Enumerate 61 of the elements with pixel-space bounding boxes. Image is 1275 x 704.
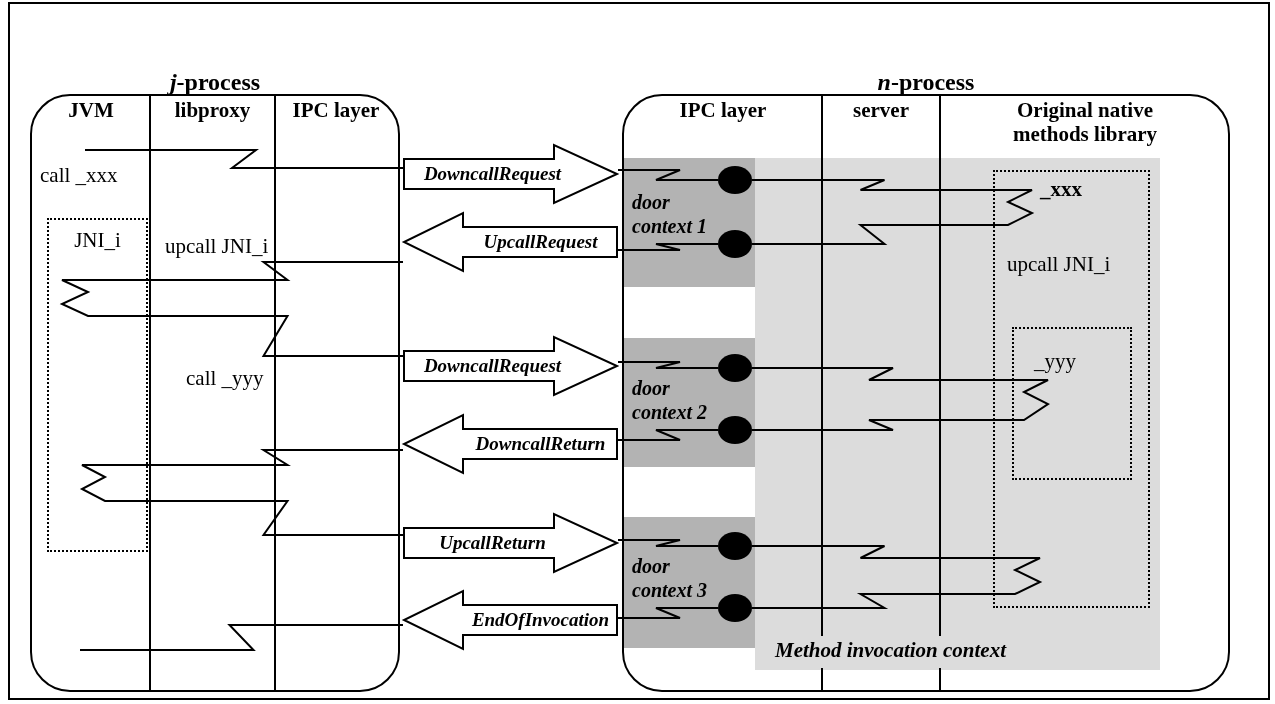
junction-dot [718, 166, 752, 194]
thread-line [147, 449, 404, 466]
message-label: UpcallReturn [438, 531, 547, 555]
annotation-text: upcall JNI_i [165, 234, 269, 258]
door-context-area [624, 338, 755, 467]
junction-dot [718, 354, 752, 382]
lane-header: IPC layer [678, 98, 768, 122]
method-label: JNI_i [73, 228, 122, 252]
message-block [403, 513, 618, 573]
method-label: _yyy [1034, 349, 1076, 373]
thread-line [617, 243, 719, 251]
thread-line [751, 593, 994, 609]
thread-line [751, 545, 994, 559]
thread-line [751, 224, 994, 245]
message-label: EndOfInvocation [470, 608, 611, 632]
process-title: n-process [876, 70, 976, 94]
method-label: _xxx [1040, 177, 1082, 201]
dotted-box [993, 170, 1150, 608]
thread-line [617, 169, 719, 181]
door-context-area [624, 158, 755, 287]
annotation-text: call _xxx [40, 163, 118, 187]
thread-line [617, 539, 719, 547]
thread-line [751, 419, 1011, 431]
door-context-label: door context 1 [632, 190, 708, 238]
message-block [403, 414, 618, 474]
thread-line [617, 361, 719, 369]
thread-line [617, 429, 719, 441]
message-block [403, 212, 618, 272]
junction-dot [718, 594, 752, 622]
door-context-area [624, 517, 755, 648]
door-context-label: door context 2 [632, 376, 708, 424]
lane-header: Original native methods library [1011, 98, 1159, 146]
junction-dot [718, 532, 752, 560]
message-label: DowncallReturn [474, 432, 607, 456]
context-area [755, 158, 1160, 670]
message-block [403, 336, 618, 396]
junction-dot [718, 230, 752, 258]
lane-header: IPC layer [291, 98, 381, 122]
lane-header: JVM [67, 98, 115, 122]
context-label: Method invocation context [775, 638, 1006, 662]
lane-header: libproxy [173, 98, 252, 122]
message-label: DowncallRequest [422, 354, 563, 378]
door-context-label: door context 3 [632, 554, 708, 602]
thread-line [79, 624, 404, 651]
thread-line [751, 367, 1011, 381]
dotted-box [47, 218, 148, 552]
message-block [403, 590, 618, 650]
method-label: upcall JNI_i [1007, 252, 1111, 276]
thread-line [147, 315, 404, 357]
thread-line [617, 607, 719, 619]
annotation-text: call _yyy [186, 366, 264, 390]
message-label: UpcallRequest [482, 230, 599, 254]
lane-header: server [852, 98, 910, 122]
message-block [403, 144, 618, 204]
thread-line [147, 500, 404, 536]
thread-line [751, 179, 994, 191]
junction-dot [718, 416, 752, 444]
message-label: DowncallRequest [422, 162, 563, 186]
thread-line [147, 261, 404, 281]
thread-line [84, 149, 404, 169]
dotted-box [1012, 327, 1132, 480]
